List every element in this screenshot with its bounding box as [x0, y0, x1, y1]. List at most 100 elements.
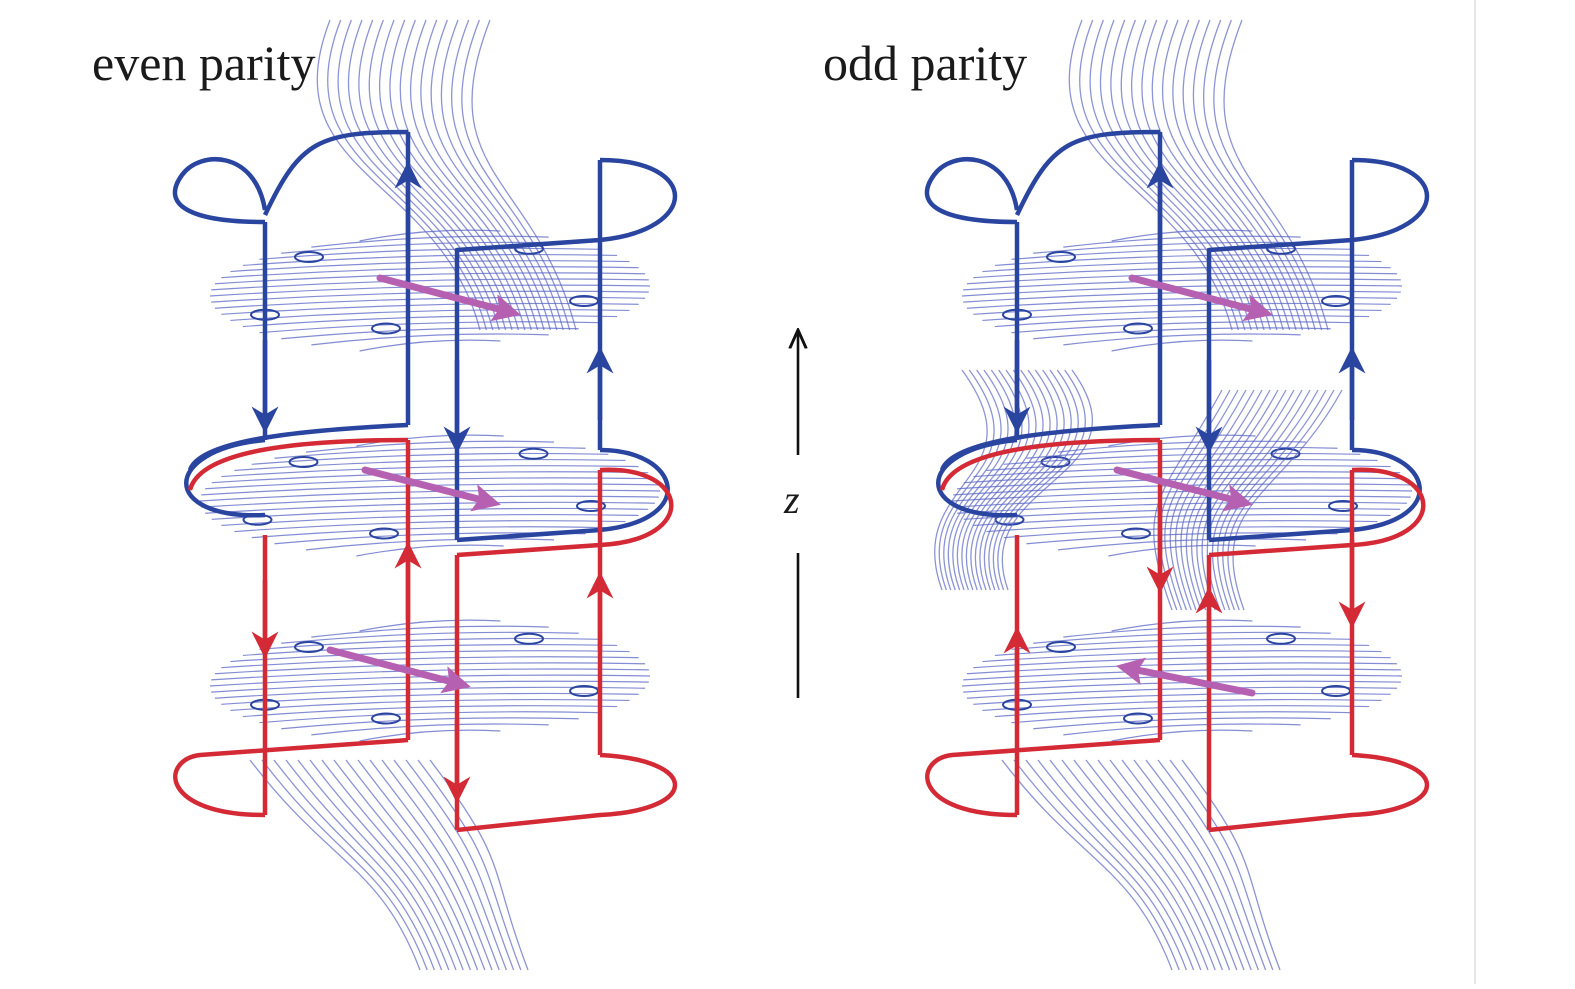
upper-loop-top: [924, 129, 1163, 440]
field-line: [1085, 759, 1224, 971]
vortex-ring: [1046, 641, 1076, 653]
field-line: [420, 19, 545, 331]
vortex-ring: [576, 500, 606, 512]
vortex-ring: [294, 641, 324, 653]
field-line: [963, 680, 1401, 693]
middle-field-sheet: [199, 434, 661, 557]
field-line: [221, 692, 639, 705]
field-line: [1037, 759, 1195, 971]
field-line: [214, 662, 646, 675]
field-line: [982, 260, 1382, 273]
field-line: [221, 513, 639, 527]
field-line: [409, 19, 539, 331]
field-line: [399, 19, 532, 331]
field-line: [1111, 229, 1253, 242]
field-line: [242, 705, 618, 718]
field-line: [311, 723, 549, 736]
field-line: [417, 759, 522, 971]
field-line: [259, 321, 601, 334]
odd-parity-title: odd parity: [823, 35, 1028, 91]
field-line: [305, 440, 555, 453]
field-line: [389, 19, 526, 331]
vortex-ring: [1046, 251, 1076, 263]
field-line: [966, 296, 1398, 309]
field-line: [1100, 19, 1252, 331]
field-line: [369, 759, 493, 971]
field-line: [471, 19, 577, 331]
field-line: [221, 302, 639, 315]
lower-loop-right: [1206, 467, 1430, 833]
field-line: [1011, 247, 1353, 260]
field-line: [359, 729, 501, 742]
field-line: [982, 650, 1382, 663]
field-line: [973, 266, 1391, 279]
panel-odd-parity: [924, 19, 1430, 971]
field-line: [1013, 759, 1180, 971]
field-line: [1001, 759, 1173, 971]
field-line: [992, 369, 1079, 591]
field-line: [973, 692, 1391, 705]
field-line: [311, 625, 549, 638]
field-line: [230, 650, 630, 663]
field-line: [333, 759, 472, 971]
field-line: [1172, 19, 1297, 331]
upper-field-bundle: [316, 19, 577, 331]
field-line: [1203, 19, 1316, 331]
field-line: [214, 686, 646, 699]
field-line: [221, 266, 639, 279]
arrow-icon: [326, 646, 471, 694]
field-line: [982, 698, 1382, 712]
field-line: [234, 520, 626, 533]
field-line: [1111, 729, 1253, 742]
arrow-icon: [1116, 657, 1256, 697]
field-line: [230, 698, 630, 712]
field-line: [209, 284, 651, 297]
field-line: [211, 668, 649, 681]
field-line: [973, 513, 1391, 527]
arrow-icon: [376, 274, 521, 322]
field-line: [973, 656, 1391, 669]
upper-field-sheet: [961, 229, 1403, 352]
field-line: [214, 272, 646, 285]
field-line: [205, 501, 655, 514]
field-line: [311, 333, 549, 346]
arrow-icon: [1113, 466, 1253, 512]
field-line: [1109, 759, 1238, 971]
upper-loop-top: [172, 129, 411, 440]
field-line: [1213, 19, 1323, 331]
lower-loop-right: [454, 467, 678, 833]
field-line: [430, 19, 552, 331]
field-line: [994, 315, 1370, 328]
vortex-ring: [1328, 500, 1358, 512]
field-line: [242, 253, 618, 267]
field-line: [963, 278, 1401, 291]
field-line: [1157, 759, 1267, 971]
field-line: [1061, 759, 1209, 971]
field-line: [221, 465, 639, 478]
vortex-ring: [514, 632, 544, 645]
field-line: [321, 759, 464, 971]
field-line: [259, 247, 601, 260]
field-line: [986, 520, 1378, 533]
field-line: [1001, 369, 1094, 591]
field-line: [1108, 544, 1256, 557]
field-line: [359, 229, 501, 242]
field-line: [440, 19, 558, 331]
field-line: [230, 308, 630, 322]
field-line: [1049, 759, 1202, 971]
field-line: [1057, 538, 1307, 551]
field-line: [251, 452, 609, 465]
field-line: [359, 619, 501, 632]
vortex-ring: [1123, 322, 1153, 335]
upper-loop-right: [454, 157, 677, 540]
field-line: [1033, 717, 1331, 730]
field-line: [957, 477, 1407, 490]
field-line: [1133, 759, 1252, 971]
field-line: [966, 662, 1398, 675]
field-line: [393, 759, 508, 971]
field-line: [966, 686, 1398, 699]
field-line: [938, 369, 995, 591]
field-line: [1033, 631, 1331, 644]
lower-field-sheet: [961, 619, 1403, 742]
field-line: [974, 369, 1051, 591]
